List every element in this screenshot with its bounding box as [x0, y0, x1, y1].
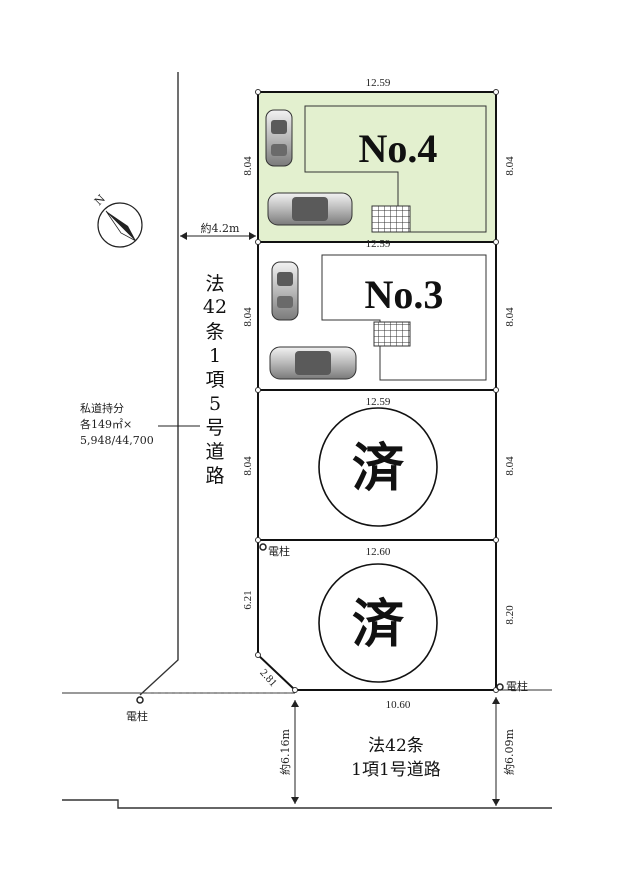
road-width-arrow-left — [291, 700, 299, 804]
compass-north-label: N — [92, 192, 108, 208]
road-width-left-label: 約6.16m — [278, 728, 292, 774]
lot-sold-2[interactable] — [257, 539, 497, 691]
utility-pole-label: 電柱 — [506, 679, 528, 693]
setback-arrow — [180, 232, 256, 240]
road-width-arrow-right — [492, 697, 500, 806]
public-road-name-line2: 1項1号道路 — [351, 760, 441, 780]
public-road-name-line1: 法42条 — [368, 736, 424, 756]
no3-left-dimension: 8.04 — [242, 307, 254, 327]
road-width-right-label: 約6.09m — [502, 728, 516, 774]
car-icon — [271, 261, 299, 321]
car-icon — [269, 346, 357, 380]
sold-1-left-dimension: 8.04 — [242, 456, 254, 476]
private-road-char: 道 — [205, 441, 224, 463]
lot-no4-entrance — [371, 205, 411, 233]
lot-sold-1[interactable] — [257, 389, 497, 541]
sold-2-top-dimension: 12.60 — [366, 546, 391, 558]
setback-label: 約4.2m — [201, 221, 240, 235]
sold-2-right-dimension: 8.20 — [504, 605, 516, 625]
private-road-char: 5 — [209, 393, 221, 415]
utility-pole-icon — [259, 543, 267, 551]
no4-bottom-dimension: 12.59 — [366, 238, 391, 250]
lot-no4-name: No.4 — [359, 126, 438, 171]
private-road-name: 法 42 条 1 項 5 号 道 路 — [203, 273, 227, 487]
share-line-2: 各149㎡× — [80, 417, 132, 431]
sold-2-circle — [318, 563, 438, 683]
public-road-south-edge — [62, 799, 552, 809]
private-road-char: 1 — [209, 345, 221, 367]
private-road-char: 路 — [205, 465, 224, 487]
utility-pole-icon — [136, 696, 144, 704]
private-road-char: 条 — [205, 321, 224, 343]
lot-no3-name: No.3 — [365, 272, 444, 317]
car-icon — [267, 192, 353, 226]
lot-no3-house-outline — [321, 254, 487, 381]
utility-pole-label: 電柱 — [126, 709, 148, 723]
share-line-1: 私道持分 — [80, 401, 124, 415]
sold-1-top-dimension: 12.59 — [366, 396, 391, 408]
private-road-char: 項 — [205, 369, 224, 391]
lot-no3-entrance — [373, 321, 411, 347]
share-line-3: 5,948/44,700 — [80, 434, 154, 447]
sold-1-circle — [318, 407, 438, 527]
no4-right-dimension: 8.04 — [504, 156, 516, 176]
boundary-markers — [255, 89, 499, 693]
no3-right-dimension: 8.04 — [504, 307, 516, 327]
compass-icon — [97, 202, 143, 248]
utility-pole-icon — [496, 683, 504, 691]
utility-pole-label: 電柱 — [268, 544, 290, 558]
sold-2-bottom-dimension: 10.60 — [386, 699, 411, 711]
sold-2-label: 済 — [352, 594, 405, 655]
sold-1-label: 済 — [352, 438, 405, 499]
sold-2-left-dimension: 6.21 — [242, 590, 254, 609]
sold-1-right-dimension: 8.04 — [504, 456, 516, 476]
car-icon — [265, 109, 293, 167]
private-road-west-edge — [139, 72, 179, 696]
no4-top-dimension: 12.59 — [366, 77, 391, 89]
no4-left-dimension: 8.04 — [242, 156, 254, 176]
private-road-char: 法 — [205, 273, 224, 295]
private-road-char: 号 — [205, 417, 224, 439]
private-road-char: 42 — [203, 296, 227, 318]
